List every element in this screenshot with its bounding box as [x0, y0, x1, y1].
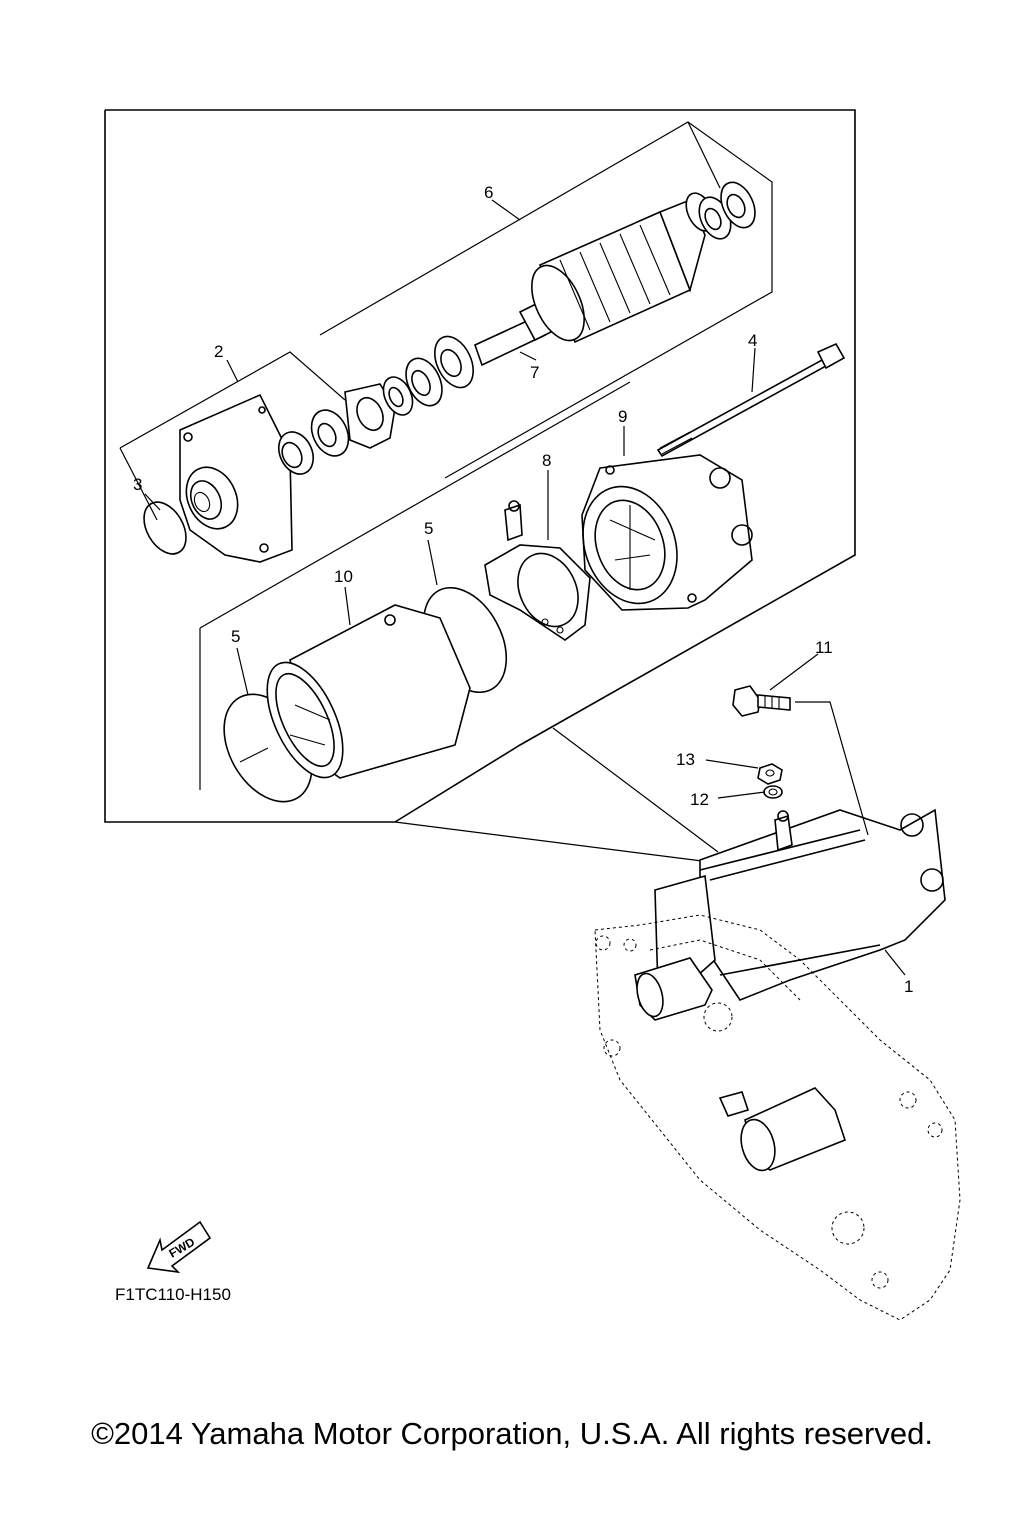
front-cover-part-2	[179, 393, 293, 563]
callout-13: 13	[676, 750, 695, 769]
nut-part-13	[757, 763, 783, 785]
callout-7: 7	[530, 363, 539, 382]
engine-case-outline	[594, 914, 961, 1321]
callout-2: 2	[214, 342, 223, 361]
washer-set-rear	[698, 181, 756, 240]
fwd-arrow-icon: FWD	[146, 1220, 212, 1274]
leader-lines	[144, 199, 906, 976]
callout-1: 1	[904, 977, 913, 996]
diagram-code: F1TC110-H150	[115, 1285, 231, 1304]
washer-set-front	[310, 335, 474, 457]
o-ring-part-3	[143, 501, 187, 555]
callout-6: 6	[484, 183, 493, 202]
exploded-view-frame	[104, 109, 856, 863]
callout-3: 3	[133, 475, 142, 494]
callout-5-lower: 5	[231, 627, 240, 646]
output-shaft	[718, 1087, 846, 1172]
bolt-part-11	[732, 685, 791, 717]
callout-labels: 6 2 4 7 9 8 3 5 10 5 11 13 12 1	[133, 183, 913, 996]
front-cover-bracket	[119, 351, 346, 521]
callout-8: 8	[542, 451, 551, 470]
yoke-housing-part-10	[266, 604, 471, 779]
housing-bracket	[199, 381, 631, 790]
callout-12: 12	[690, 790, 709, 809]
callout-10: 10	[334, 567, 353, 586]
rear-cover-part-9	[581, 454, 753, 611]
armature-part-6	[474, 192, 715, 367]
callout-11: 11	[815, 638, 833, 657]
callout-4: 4	[748, 331, 757, 350]
callout-5-upper: 5	[424, 519, 433, 538]
brush-holder-part-8	[484, 500, 591, 641]
callout-9: 9	[618, 407, 627, 426]
copyright-notice: ©2014 Yamaha Motor Corporation, U.S.A. A…	[91, 1416, 933, 1451]
lock-washer-part-12	[763, 785, 783, 799]
pinion-gear	[634, 957, 713, 1021]
armature-bracket	[319, 121, 773, 479]
through-bolt-part-4	[656, 342, 846, 458]
bearing	[277, 431, 315, 475]
